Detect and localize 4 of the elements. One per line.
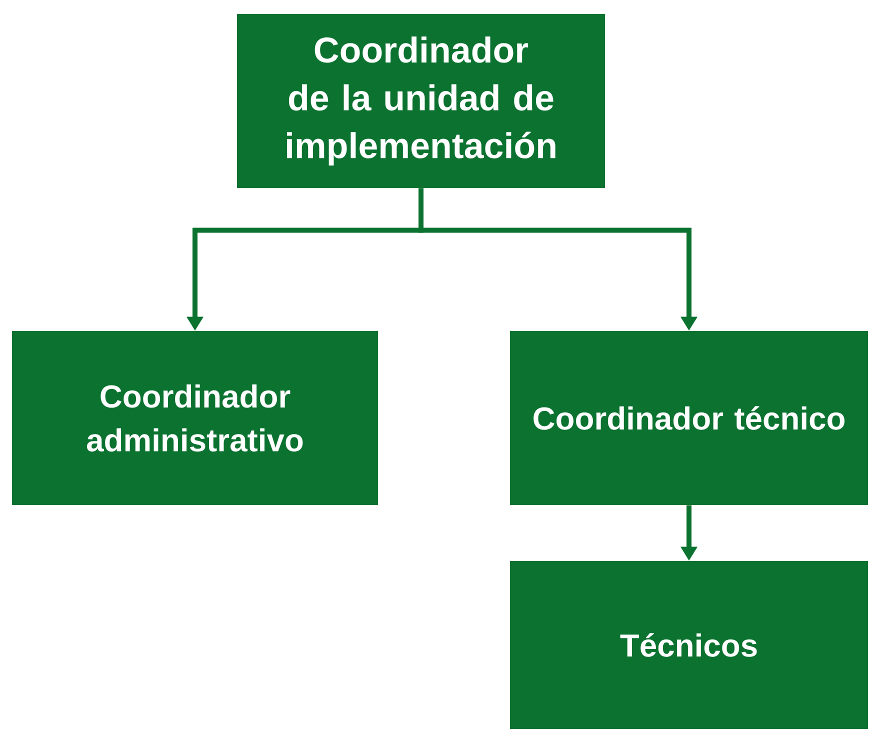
org-box: Técnicos (510, 561, 868, 729)
org-box: Coordinador técnico (510, 331, 868, 505)
org-box: Coordinador administrativo (12, 331, 378, 505)
org-box: Coordinador de la unidad de implementación (237, 14, 605, 188)
